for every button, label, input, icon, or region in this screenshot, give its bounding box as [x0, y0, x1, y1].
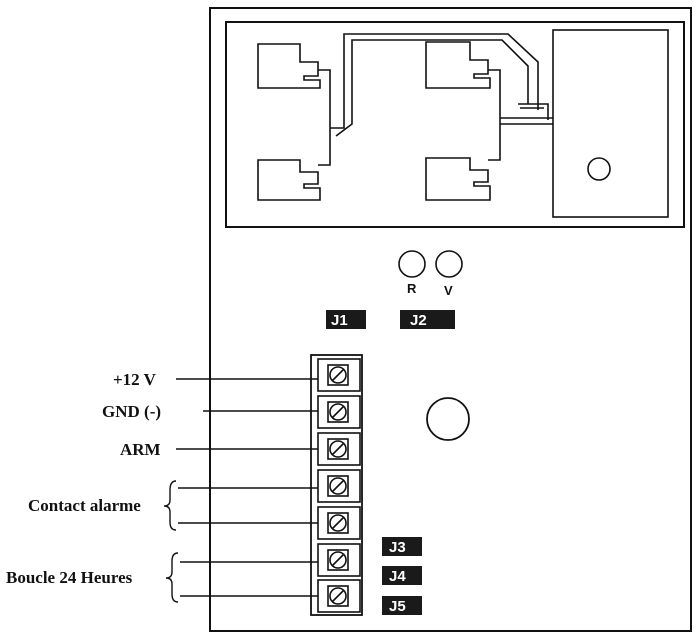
svg-text:J4: J4 — [389, 568, 406, 585]
svg-text:J2: J2 — [410, 312, 427, 329]
jumper-j3: J3 — [382, 537, 422, 556]
label-arm: ARM — [120, 440, 161, 459]
jumper-j4: J4 — [382, 566, 422, 585]
label-gnd: GND (-) — [102, 402, 161, 421]
wire-leads — [176, 378, 318, 597]
label-plus12v: +12 V — [113, 370, 157, 389]
pads-left — [257, 43, 321, 201]
jumper-j2: J2 — [400, 310, 455, 329]
jumper-j5: J5 — [382, 596, 422, 615]
label-contact-alarme: Contact alarme — [28, 496, 141, 515]
led-indicators: R V — [398, 250, 463, 298]
terminal-block — [310, 354, 363, 616]
led-red-label: R — [407, 281, 417, 296]
pcb-traces — [318, 33, 553, 166]
svg-text:J1: J1 — [331, 312, 348, 329]
label-boucle-24h: Boucle 24 Heures — [6, 568, 133, 587]
led-green-label: V — [444, 283, 453, 298]
terminal-screws — [327, 364, 349, 607]
svg-text:J3: J3 — [389, 539, 406, 556]
led-red — [398, 250, 426, 278]
pads-middle — [425, 41, 491, 201]
label-brackets — [163, 480, 179, 603]
enclosure-outline — [209, 7, 692, 632]
jumper-j1: J1 — [326, 310, 366, 329]
mounting-hole — [426, 397, 470, 441]
pcb-board — [225, 21, 685, 228]
led-green — [435, 250, 463, 278]
svg-text:J5: J5 — [389, 598, 406, 615]
relay-hole — [587, 157, 611, 181]
